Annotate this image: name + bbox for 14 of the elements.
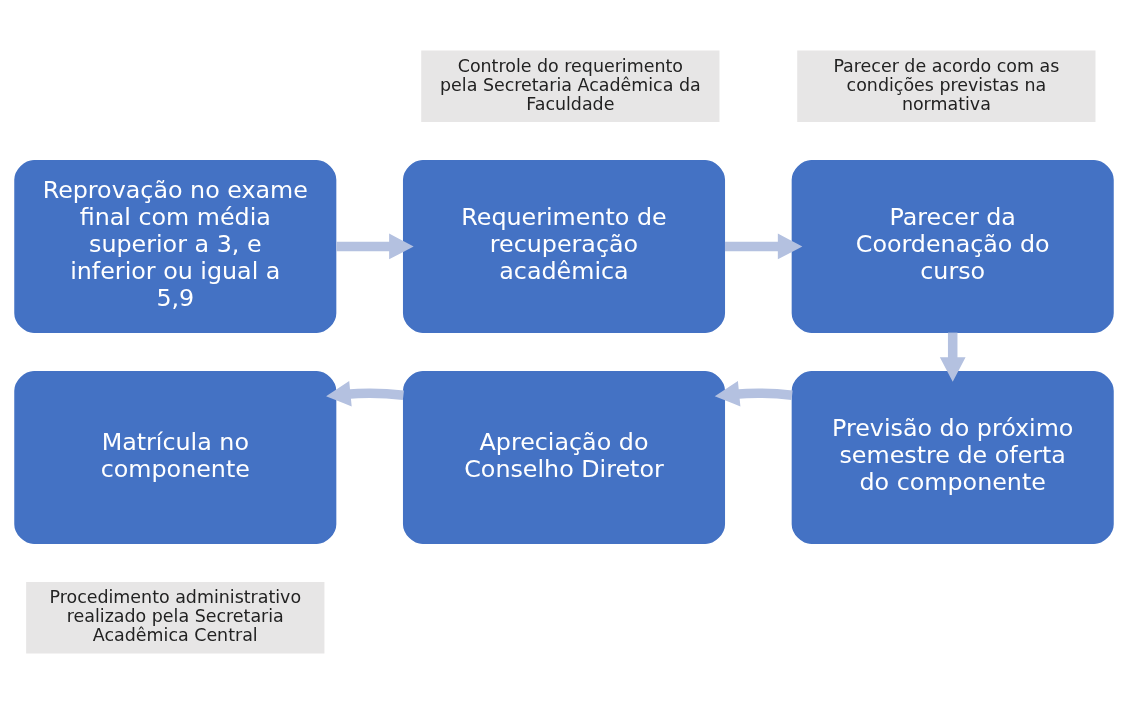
- node-box: Apreciação do Conselho Diretor: [402, 371, 726, 544]
- arrow: [724, 233, 803, 260]
- node-box: Previsão do próximo semestre de oferta do componente: [791, 371, 1114, 544]
- node-box: Matrícula no componente: [14, 371, 337, 544]
- node-box: Parecer da Coordenação do curso: [791, 160, 1114, 333]
- arrow: [939, 332, 966, 382]
- node-box: Requerimento de recuperação acadêmica: [402, 160, 726, 333]
- node-box: Controle do requerimento pela Secretaria Acadêmica da Faculdade: [421, 50, 720, 122]
- arrow: [714, 380, 793, 407]
- node-box: Procedimento administrativo realizado pela Secretaria Acadêmica Central: [26, 582, 325, 654]
- arrow: [336, 233, 414, 260]
- arrow: [326, 380, 404, 407]
- node-box: Parecer de acordo com as condições previstas na normativa: [797, 50, 1096, 122]
- node-box: Reprovação no exame final com média superior a 3, e inferior ou igual a 5,9: [14, 160, 337, 333]
